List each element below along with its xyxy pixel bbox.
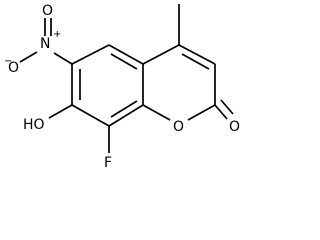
bond-c5-c6 bbox=[71, 44, 110, 65]
bond-c8-c8a-inner bbox=[110, 100, 138, 118]
carbonyl-oxygen-label: O bbox=[229, 119, 240, 135]
ring-oxygen-label: O bbox=[173, 119, 184, 135]
bond-c2-carbonyl bbox=[214, 104, 228, 120]
bond-c4a-c5-inner bbox=[110, 53, 138, 70]
bond-c2-o1 bbox=[187, 104, 216, 121]
bond-c4a-c4 bbox=[142, 44, 180, 65]
hydroxyl-label: HO bbox=[23, 117, 45, 133]
bond-c4-c3 bbox=[178, 44, 216, 65]
nitro-oxygen-top-label: O bbox=[42, 3, 53, 19]
bond-nitro-n-o-left bbox=[19, 51, 38, 63]
nitro-oxygen-left-charge: − bbox=[4, 56, 12, 67]
chemical-structure-diagram: O N + O − HO F O O bbox=[4, 3, 240, 171]
bond-c6-nitro-n bbox=[53, 52, 73, 65]
bond-c8-c8a bbox=[108, 104, 144, 127]
bond-c4a-c5 bbox=[108, 44, 144, 65]
nitro-oxygen-left-label: O bbox=[8, 60, 19, 76]
bond-c7-hydroxyl bbox=[48, 104, 73, 119]
bond-c7-c8 bbox=[71, 104, 110, 127]
bond-c2-carbonyl-second bbox=[220, 99, 234, 115]
bond-c4-c3-inner bbox=[181, 53, 210, 70]
nitro-nitrogen-label: N bbox=[40, 36, 50, 52]
nitro-nitrogen-charge: + bbox=[53, 29, 61, 40]
bond-o1-c8a bbox=[142, 104, 171, 121]
fluorine-label: F bbox=[104, 155, 112, 171]
